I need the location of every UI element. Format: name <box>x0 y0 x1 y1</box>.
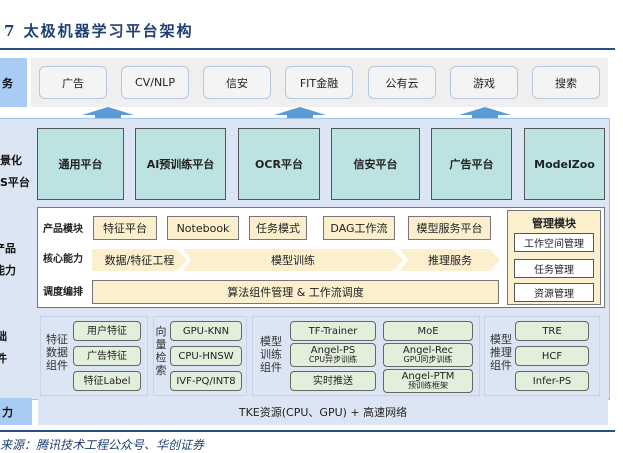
management-title: 管理模块 <box>532 217 576 230</box>
product-module: Notebook <box>167 216 239 240</box>
component: 用户特征 <box>73 321 141 341</box>
compute-resources: TKE资源(CPU、GPU) + 高速网络 <box>38 398 608 425</box>
row-label: 产品模块 <box>43 224 83 235</box>
core-capability: 模型训练 <box>183 249 403 271</box>
product-label: 产品能力 <box>0 242 16 277</box>
platform-box: ModelZoo <box>524 128 605 200</box>
business-item: 游戏 <box>450 66 518 99</box>
component: TF-Trainer <box>290 321 376 341</box>
row-label: 核心能力 <box>43 254 83 265</box>
group-label: 模型推理组件 <box>490 333 512 372</box>
management-item: 任务管理 <box>514 259 594 278</box>
group-label: 模型训练组件 <box>260 335 282 374</box>
product-module: 特征平台 <box>93 216 157 240</box>
inference-group: 模型推理组件 TRE HCF Infer-PS <box>484 316 600 396</box>
component: 特征Label <box>73 371 141 391</box>
component: 广告特征 <box>73 346 141 366</box>
component: GPU-KNN <box>170 321 242 341</box>
product-module: 任务模式 <box>249 216 307 240</box>
business-item: FIT金融 <box>285 66 353 99</box>
core-capability: 推理服务 <box>400 249 500 271</box>
management-item: 资源管理 <box>514 283 594 302</box>
group-label: 向量检索 <box>155 325 167 377</box>
core-capability: 数据/特征工程 <box>92 249 187 271</box>
product-module: 模型服务平台 <box>408 216 491 240</box>
top-rule <box>0 48 615 50</box>
component: MoE <box>383 321 473 341</box>
row-label: 调度编排 <box>43 287 83 298</box>
compute-label: 力 <box>0 398 32 425</box>
business-label: 务 <box>0 58 27 107</box>
business-item: 公有云 <box>368 66 436 99</box>
business-row: 广告 CV/NLP 信安 FIT金融 公有云 游戏 搜索 <box>31 58 608 107</box>
platform-box: AI预训练平台 <box>135 128 226 200</box>
component: HCF <box>515 346 589 366</box>
platform-box: 信安平台 <box>331 128 420 200</box>
group-label: 特征数据组件 <box>46 333 68 372</box>
vector-group: 向量检索 GPU-KNN CPU-HNSW IVF-PQ/INT8 <box>153 316 247 396</box>
component: CPU-HNSW <box>170 346 242 366</box>
platform-box: 广告平台 <box>431 128 512 200</box>
business-item: 广告 <box>39 66 107 99</box>
figure-title: 7 太极机器学习平台架构 <box>4 22 194 40</box>
component: 实时推送 <box>290 371 376 391</box>
business-item: 搜索 <box>532 66 600 99</box>
platform-box: OCR平台 <box>238 128 320 200</box>
feature-group: 特征数据组件 用户特征 广告特征 特征Label <box>40 316 148 396</box>
platform-box: 通用平台 <box>37 128 124 200</box>
bottom-rule <box>0 430 615 432</box>
component: TRE <box>515 321 589 341</box>
product-module: DAG工作流 <box>323 216 395 240</box>
management-item: 工作空间管理 <box>514 233 594 252</box>
business-item: CV/NLP <box>121 66 189 99</box>
management-module: 管理模块 工作空间管理 任务管理 资源管理 <box>507 210 601 305</box>
component: IVF-PQ/INT8 <box>170 371 242 391</box>
scheduling-bar: 算法组件管理 & 工作流调度 <box>92 280 499 304</box>
source-note: 来源：腾讯技术工程公众号、华创证券 <box>0 438 205 452</box>
base-label: 础件 <box>0 330 7 365</box>
component: Infer-PS <box>515 371 589 391</box>
business-item: 信安 <box>203 66 271 99</box>
